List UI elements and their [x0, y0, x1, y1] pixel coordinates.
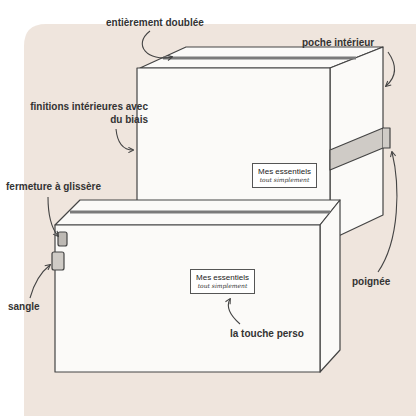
callout-label: fermeture à glissère [6, 181, 101, 194]
background-panel [24, 24, 416, 416]
callout-label: poche intérieur [302, 37, 374, 50]
callout-label: sangle [8, 301, 40, 314]
label-patch: Mes essentielstout simplement [252, 163, 317, 188]
callout-label: la touche perso [230, 328, 304, 341]
patch-tagline: tout simplement [196, 282, 249, 289]
patch-title: Mes essentiels [196, 273, 249, 282]
front-bag [52, 200, 340, 372]
callout-label: finitions intérieures avec du biais [30, 101, 148, 126]
patch-title: Mes essentiels [258, 167, 311, 176]
leader-lines [30, 31, 397, 324]
callout-label: poignée [352, 276, 390, 289]
label-patch: Mes essentielstout simplement [190, 269, 255, 294]
patch-tagline: tout simplement [258, 176, 311, 183]
callout-label: entièrement doublée [106, 17, 204, 30]
